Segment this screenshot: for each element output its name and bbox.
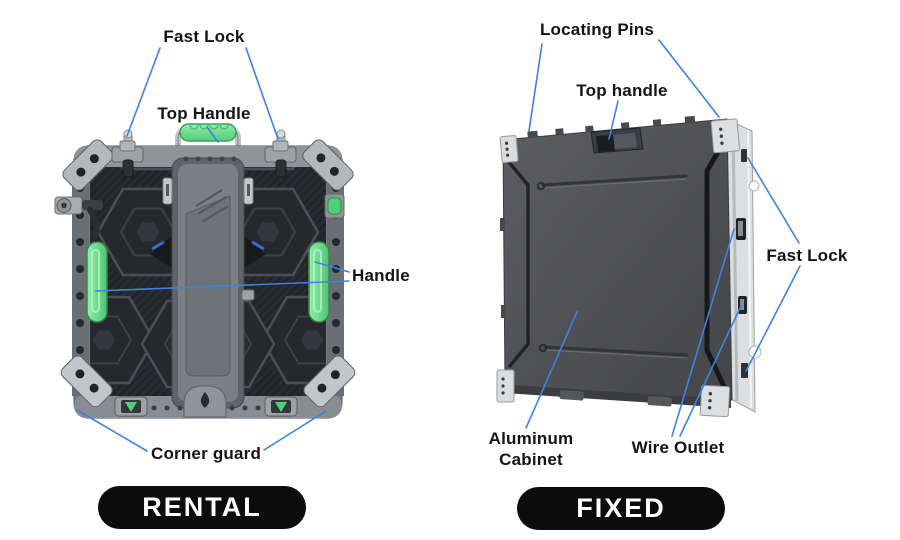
label-rental-corner-guard: Corner guard bbox=[150, 444, 262, 463]
label-rental-top-handle: Top Handle bbox=[157, 104, 251, 123]
rental-bottom-lock-right bbox=[264, 396, 298, 417]
leader-rental-top-handle bbox=[206, 126, 219, 143]
rental-cabinet-illustration bbox=[54, 123, 356, 419]
rental-corner-guard-bottom-right bbox=[303, 355, 356, 408]
fixed-badge: FIXED bbox=[517, 487, 725, 530]
label-fixed-aluminum-cabinet: Aluminum Cabinet bbox=[471, 428, 591, 470]
rental-fast-lock-left bbox=[111, 140, 144, 178]
rental-center-spine bbox=[162, 157, 255, 409]
fixed-aluminum-cabinet-face bbox=[502, 118, 733, 401]
rental-corner-plate-top-right bbox=[302, 139, 354, 191]
fixed-corner-bracket-bottom-right bbox=[699, 384, 731, 418]
fixed-corner-bracket-bottom-left bbox=[496, 369, 515, 403]
rental-side-handle-left bbox=[86, 241, 108, 323]
fixed-top-locating-tabs bbox=[527, 115, 696, 138]
label-rental-handle: Handle bbox=[352, 266, 410, 285]
leader-rental-handle-left bbox=[95, 280, 350, 292]
rental-badge: RENTAL bbox=[98, 486, 306, 529]
fixed-side-rail bbox=[725, 118, 762, 413]
leader-lines bbox=[76, 39, 801, 452]
fixed-grooves bbox=[536, 174, 689, 359]
label-rental-fast-lock: Fast Lock bbox=[163, 27, 245, 46]
rental-side-latch bbox=[54, 196, 103, 240]
label-aluminum-line2: Cabinet bbox=[499, 450, 563, 469]
leader-fixed-top-handle bbox=[608, 100, 619, 140]
leader-rental-corner-guard-left bbox=[76, 409, 148, 452]
leader-fixed-aluminum-cabinet bbox=[525, 311, 578, 429]
fixed-corner-bracket-top-right bbox=[710, 118, 741, 154]
leader-rental-corner-guard-right bbox=[263, 410, 327, 451]
fixed-corner-bracket-top-left bbox=[499, 135, 519, 164]
rental-fast-lock-right bbox=[264, 140, 297, 178]
fixed-fast-lock-upper bbox=[741, 149, 747, 162]
leader-fixed-wire-outlet-lower bbox=[679, 305, 742, 437]
rental-corner-guard-bottom-left bbox=[60, 355, 113, 408]
fixed-top-handle bbox=[590, 127, 644, 154]
rental-bottom-arch bbox=[151, 385, 261, 418]
label-fixed-top-handle: Top handle bbox=[576, 81, 668, 100]
leader-fixed-locating-pin-right bbox=[658, 39, 720, 118]
leader-rental-fast-lock-left bbox=[126, 47, 161, 137]
leader-rental-handle-right bbox=[314, 261, 350, 273]
rental-side-lock-button bbox=[324, 193, 345, 219]
fixed-fast-lock-lower bbox=[741, 363, 748, 378]
label-fixed-locating-pins: Locating Pins bbox=[539, 20, 655, 39]
leader-rental-fast-lock-right bbox=[245, 47, 279, 140]
rental-top-handle bbox=[175, 123, 241, 160]
label-fixed-wire-outlet: Wire Outlet bbox=[631, 438, 725, 457]
leader-fixed-locating-pin-left bbox=[528, 43, 543, 132]
label-fixed-fast-lock: Fast Lock bbox=[766, 246, 848, 265]
label-aluminum-line1: Aluminum bbox=[488, 429, 574, 448]
fixed-cabinet-illustration bbox=[496, 115, 762, 418]
rental-bottom-lock-left bbox=[114, 396, 148, 417]
leader-fixed-fast-lock-lower bbox=[745, 265, 801, 372]
leader-fixed-fast-lock-upper bbox=[747, 157, 800, 244]
leader-fixed-wire-outlet-upper bbox=[671, 228, 735, 437]
rental-corner-plate-top-left bbox=[62, 139, 114, 191]
